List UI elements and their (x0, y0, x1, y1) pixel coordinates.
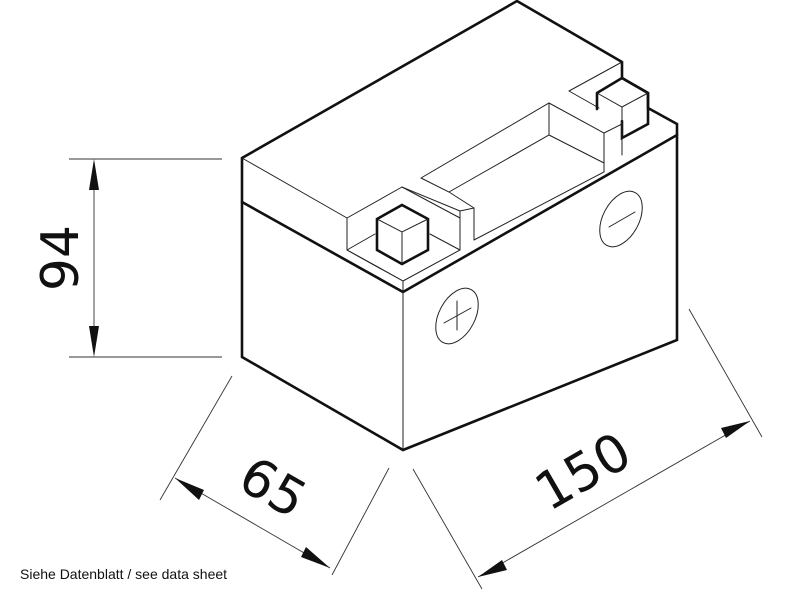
positive-symbol (435, 287, 479, 345)
height-label: 94 (31, 225, 91, 291)
negative-symbol (599, 190, 643, 248)
arrow-right-icon (301, 547, 330, 568)
recess-inner (448, 102, 605, 241)
caption: Siehe Datenblatt / see data sheet (20, 566, 228, 582)
negative-notch (568, 61, 649, 156)
dimension-length: 150 (412, 308, 763, 590)
lid-top-edge (241, 157, 348, 219)
arrow-right-icon (721, 421, 750, 438)
arrow-up-icon (89, 159, 99, 190)
plus-icon (443, 300, 472, 331)
dimension-width: 65 (159, 375, 390, 576)
dimension-height: 94 (31, 158, 222, 358)
length-label: 150 (526, 421, 642, 523)
negative-terminal (568, 61, 650, 156)
arrow-left-icon (175, 478, 204, 500)
positive-recess (346, 186, 461, 282)
positive-terminal (346, 186, 461, 282)
arrow-down-icon (89, 326, 99, 357)
arrow-left-icon (478, 560, 507, 577)
width-label: 65 (229, 446, 316, 531)
lid-top-edge-right (346, 210, 461, 293)
minus-icon (608, 211, 636, 228)
positive-post (375, 203, 430, 266)
center-recess (420, 102, 605, 241)
